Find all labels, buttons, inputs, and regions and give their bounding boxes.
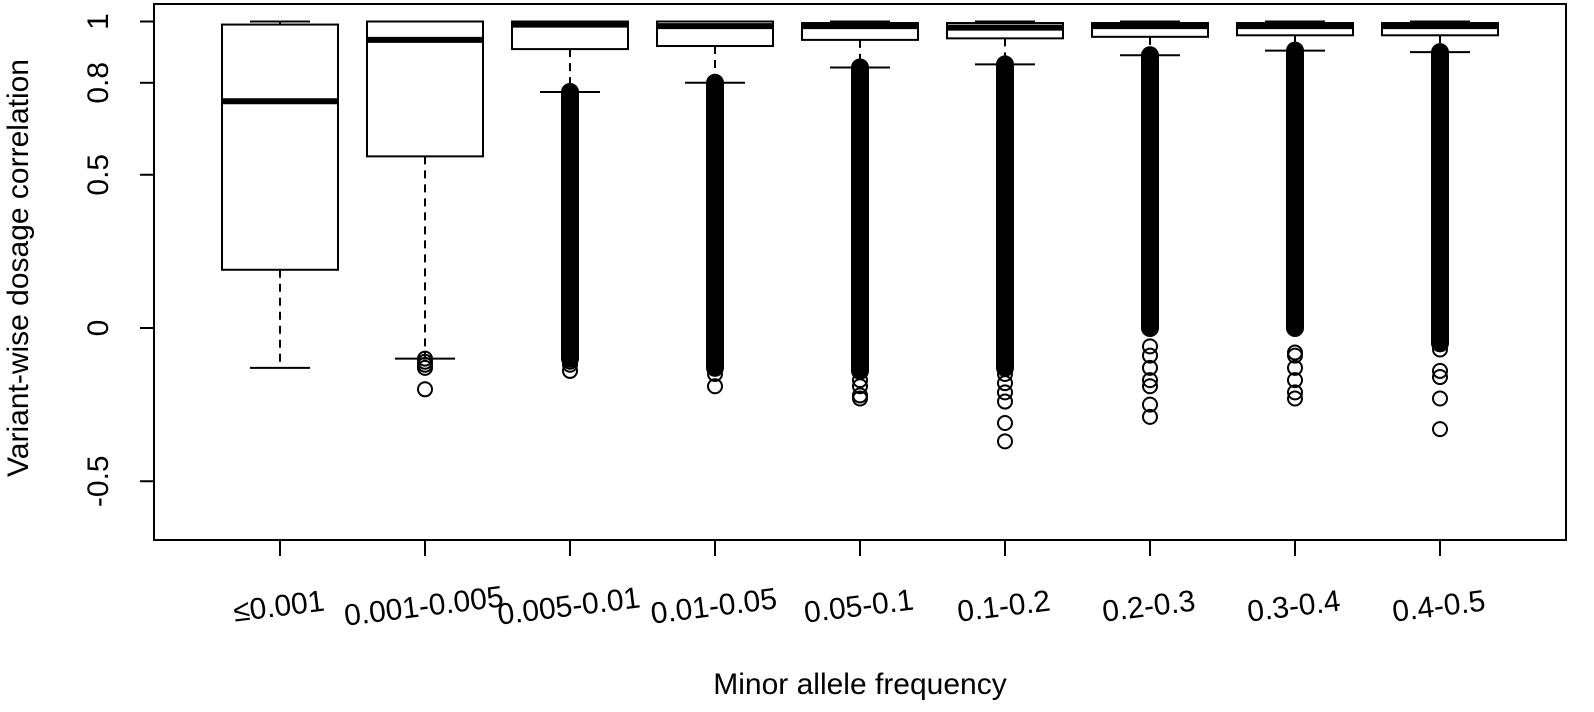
box-iqr	[221, 23, 339, 271]
outlier-band	[561, 91, 579, 359]
outlier-point	[852, 390, 868, 407]
outlier-point	[997, 375, 1013, 392]
outlier-point	[1432, 362, 1448, 379]
y-axis-label: Variant-wise dosage correlation	[2, 59, 35, 477]
outlier-point	[1287, 347, 1303, 364]
x-tick-label: 0.3-0.4	[1245, 585, 1342, 629]
y-tick-label: 0.5	[82, 154, 115, 196]
outlier-point	[997, 415, 1013, 432]
outlier-point	[1142, 372, 1158, 389]
box-group	[366, 20, 484, 398]
outlier-point	[1432, 390, 1448, 407]
outlier-band	[996, 64, 1014, 368]
outlier-point	[1142, 378, 1158, 395]
outlier-point	[1432, 421, 1448, 438]
x-axis-label: Minor allele frequency	[713, 668, 1006, 701]
outlier-point	[417, 381, 433, 398]
outlier-point	[1287, 384, 1303, 401]
outlier-band-cap	[1141, 319, 1159, 337]
outlier-point	[707, 365, 723, 382]
outlier-point	[997, 393, 1013, 410]
outlier-point	[997, 433, 1013, 450]
outlier-point	[1142, 347, 1158, 364]
outlier-band	[1141, 55, 1159, 329]
outlier-point	[1142, 396, 1158, 413]
x-tick-label: 0.001-0.005	[342, 580, 505, 632]
outlier-point	[852, 378, 868, 395]
box-group	[946, 20, 1064, 450]
outlier-point	[1287, 359, 1303, 376]
outlier-point	[1287, 372, 1303, 389]
box-group	[1381, 20, 1499, 438]
y-tick-label: 0.8	[82, 62, 115, 104]
outlier-band-cap	[1286, 319, 1304, 337]
outlier-point	[852, 372, 868, 389]
outlier-point	[417, 359, 433, 376]
x-tick-label: 0.1-0.2	[955, 585, 1052, 629]
outlier-point	[1432, 369, 1448, 386]
x-tick-label: 0.2-0.3	[1100, 585, 1197, 629]
box-group	[656, 20, 774, 395]
outlier-point	[1432, 341, 1448, 358]
outlier-point	[997, 365, 1013, 382]
box-iqr	[366, 20, 484, 158]
outlier-point	[562, 362, 578, 379]
outlier-band	[1286, 50, 1304, 329]
outlier-point	[1142, 338, 1158, 355]
outlier-point	[1142, 408, 1158, 425]
x-tick-label: 0.01-0.05	[649, 582, 779, 630]
x-tick-label: 0.005-0.01	[496, 581, 642, 631]
outlier-band	[851, 67, 869, 371]
box-group	[1091, 20, 1209, 425]
y-axis: -0.5 0 0.5 0.8 1	[82, 13, 155, 507]
outlier-band	[1431, 52, 1449, 344]
outlier-point	[707, 378, 723, 395]
box-group	[221, 20, 339, 369]
outlier-point	[1142, 359, 1158, 376]
outlier-band	[706, 82, 724, 368]
x-tick-label: 0.4-0.5	[1390, 585, 1487, 629]
x-tick-label: ≤0.001	[231, 585, 326, 629]
y-tick-label: -0.5	[82, 455, 115, 507]
boxes	[221, 20, 1499, 450]
box-group	[801, 20, 919, 407]
box-group	[511, 20, 629, 379]
y-tick-label: 1	[82, 13, 115, 30]
outlier-point	[562, 356, 578, 373]
box-group	[1236, 20, 1354, 407]
y-tick-label: 0	[82, 320, 115, 337]
x-tick-label: 0.05-0.1	[802, 583, 915, 629]
outlier-point	[997, 384, 1013, 401]
outlier-point	[1287, 390, 1303, 407]
